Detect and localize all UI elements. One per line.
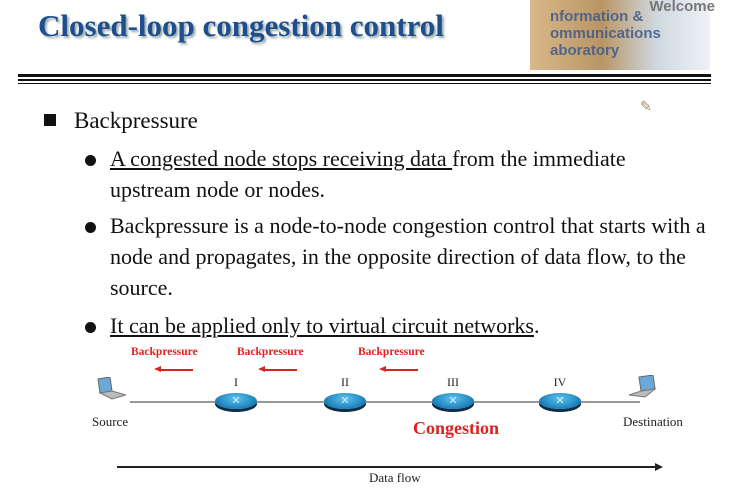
- backpressure-label: Backpressure: [358, 346, 425, 358]
- logo-line: nformation &: [550, 8, 644, 25]
- bullet-dot-icon: [85, 322, 96, 333]
- square-bullet-icon: [44, 114, 56, 126]
- congestion-label: Congestion: [413, 418, 500, 438]
- logo-line: aboratory: [550, 42, 620, 59]
- node-label: IV: [553, 375, 567, 389]
- backpressure-arrow: [258, 366, 297, 372]
- destination-label: Destination: [623, 414, 683, 429]
- bullet-dot-icon: [85, 222, 96, 233]
- divider: [18, 79, 711, 81]
- arrowhead-icon: [655, 463, 663, 471]
- laptop-icon: [628, 375, 657, 398]
- logo-line: ommunications: [550, 25, 661, 42]
- laptop-icon: [97, 377, 126, 400]
- bullet-text: from the immediate upstream node or node…: [110, 146, 626, 202]
- router-icon: ✕: [215, 393, 257, 409]
- data-flow-arrow: [117, 466, 657, 468]
- divider: [18, 83, 711, 84]
- router-icon: ✕: [539, 393, 581, 409]
- data-flow-label: Data flow: [369, 470, 421, 485]
- node-label: II: [341, 375, 349, 389]
- backpressure-label: Backpressure: [237, 346, 304, 358]
- backpressure-arrow: [154, 366, 193, 372]
- welcome-text: Welcome: [649, 0, 715, 15]
- node-label: III: [447, 375, 459, 389]
- bullet-item: It can be applied only to virtual circui…: [85, 310, 710, 341]
- backpressure-label: Backpressure: [131, 346, 198, 358]
- router-icon: ✕: [432, 393, 474, 409]
- divider: [18, 74, 711, 77]
- bullet-text: Backpressure is a node-to-node congestio…: [110, 213, 706, 300]
- underlined-text: A congested node stops receiving data: [110, 146, 453, 171]
- bullet-heading: Backpressure: [44, 108, 198, 134]
- node-label: I: [234, 375, 238, 389]
- heading-text: Backpressure: [74, 108, 198, 133]
- source-label: Source: [92, 414, 129, 429]
- network-link: [130, 401, 640, 403]
- bullet-text: .: [533, 313, 540, 338]
- pen-cursor-icon: ✎: [640, 100, 652, 115]
- bullet-item: A congested node stops receiving data fr…: [85, 143, 710, 205]
- bullet-item: Backpressure is a node-to-node congestio…: [85, 210, 710, 303]
- backpressure-arrow: [379, 366, 418, 372]
- bullet-dot-icon: [85, 155, 96, 166]
- router-icon: ✕: [324, 393, 366, 409]
- slide-title: Closed-loop congestion control: [38, 8, 444, 43]
- underlined-text: It can be applied only to virtual circui…: [110, 313, 534, 338]
